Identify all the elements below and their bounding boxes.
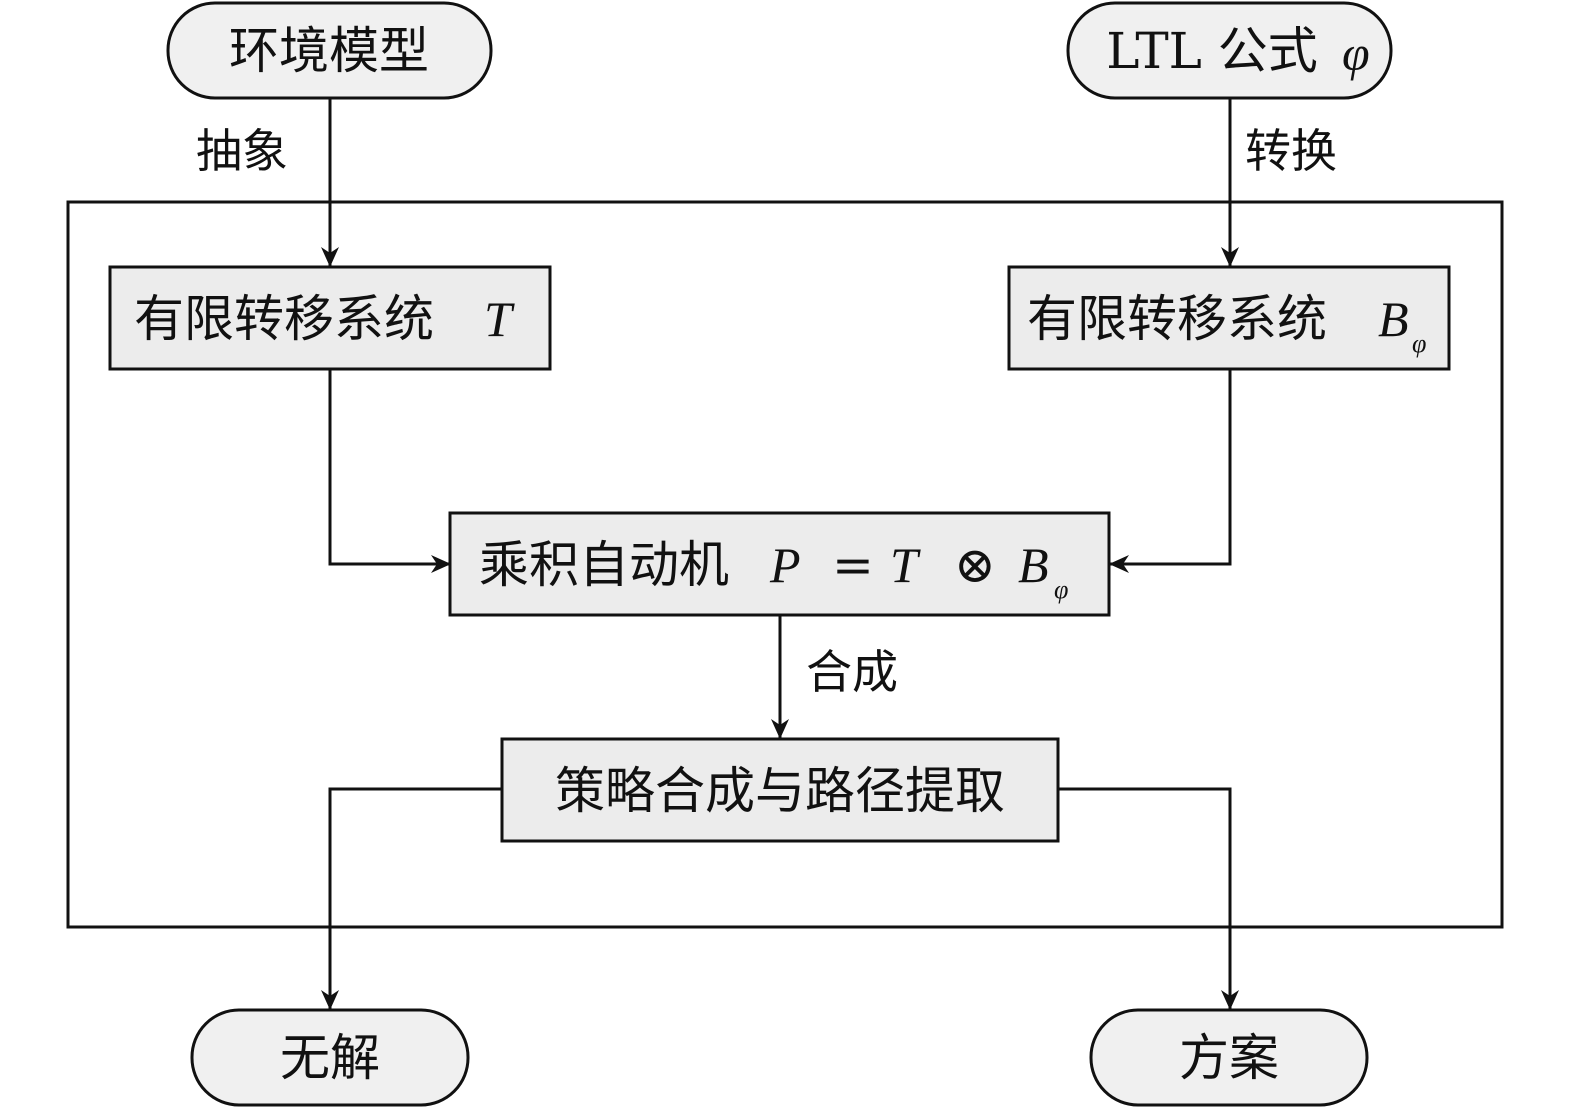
edge-label-synthesize: 合成 — [806, 645, 898, 699]
product-label: 乘积自动机 — [479, 536, 729, 594]
strategy-label: 策略合成与路径提取 — [555, 762, 1005, 820]
node-product-automaton — [448, 511, 1111, 617]
node-ltl-formula — [1066, 1, 1393, 100]
plan-label: 方案 — [1179, 1029, 1279, 1087]
product-b-subscript: φ — [1054, 575, 1068, 604]
node-environment-model — [166, 1, 493, 100]
fts-t-symbol: T — [484, 291, 515, 347]
product-t-symbol: T — [890, 537, 921, 593]
edge-to-plan — [1058, 787, 1239, 1010]
fts-b-label: 有限转移系统 — [1027, 290, 1327, 348]
ltl-phi-symbol: φ — [1342, 25, 1370, 81]
fts-b-symbol: B — [1378, 291, 1409, 347]
edge-label-convert: 转换 — [1245, 124, 1337, 178]
fts-b-subscript: φ — [1412, 329, 1426, 358]
system-frame — [66, 200, 1504, 929]
node-fts-b — [1007, 265, 1451, 371]
edge-t-to-product — [328, 370, 451, 573]
node-plan — [1089, 1008, 1369, 1107]
edge-b-to-product — [1109, 370, 1232, 573]
node-no-solution — [190, 1008, 470, 1107]
env-model-label: 环境模型 — [229, 22, 429, 80]
edge-to-no-solution — [321, 787, 502, 1010]
product-b-symbol: B — [1018, 537, 1049, 593]
product-otimes: ⊗ — [954, 536, 996, 594]
fts-t-label: 有限转移系统 — [134, 290, 434, 348]
edge-label-abstract: 抽象 — [196, 124, 288, 178]
node-strategy-synthesis — [500, 737, 1060, 843]
ltl-formula-label: LTL 公式 — [1106, 22, 1318, 80]
no-solution-label: 无解 — [280, 1029, 380, 1087]
product-p-symbol: P — [769, 537, 801, 593]
node-fts-t — [108, 265, 552, 371]
product-equals: = — [832, 536, 874, 594]
